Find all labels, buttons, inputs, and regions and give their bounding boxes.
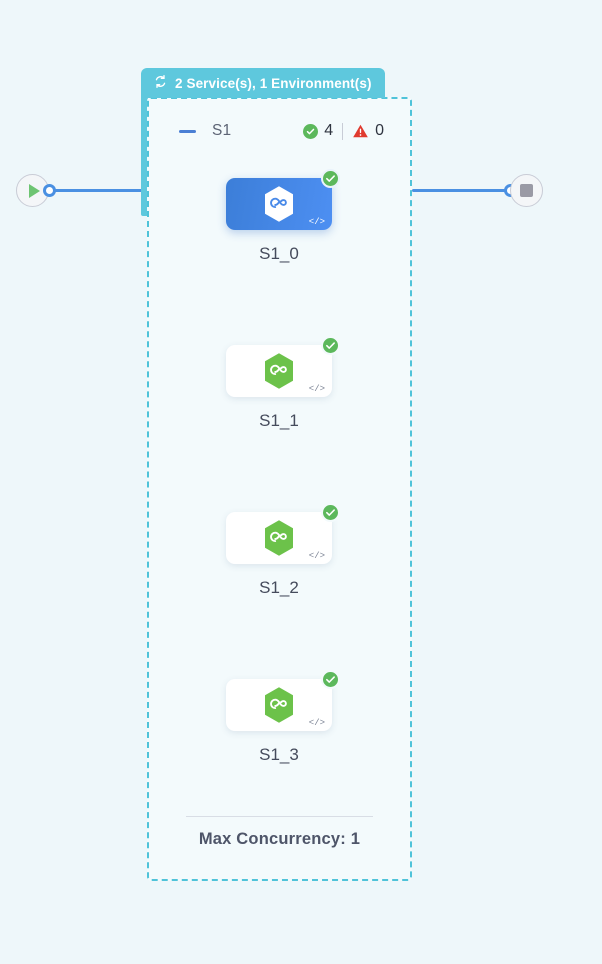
stop-square-icon bbox=[520, 184, 533, 197]
node-hexagon-icon bbox=[262, 519, 296, 557]
status-cluster: 4 0 bbox=[303, 122, 384, 140]
task-label: S1_2 bbox=[259, 578, 299, 597]
task-card[interactable]: </> bbox=[226, 503, 340, 564]
edge-start-to-group bbox=[48, 189, 148, 192]
node-hexagon-icon bbox=[262, 185, 296, 223]
success-status-group[interactable]: 4 bbox=[303, 122, 333, 140]
group-accent-bar bbox=[141, 96, 148, 216]
success-count: 4 bbox=[324, 122, 334, 139]
warning-triangle-icon bbox=[352, 123, 369, 139]
node-hexagon-icon bbox=[262, 352, 296, 390]
play-icon bbox=[29, 183, 40, 198]
check-circle-icon bbox=[321, 503, 340, 522]
task-label: S1_3 bbox=[259, 745, 299, 764]
minus-icon[interactable] bbox=[179, 129, 196, 133]
max-concurrency-label: Max Concurrency: 1 bbox=[198, 830, 361, 848]
task-node[interactable]: </> S1_0 bbox=[226, 169, 340, 263]
edge-group-to-end bbox=[412, 189, 512, 192]
code-glyph-icon: </> bbox=[308, 718, 325, 728]
task-node[interactable]: </> S1_3 bbox=[226, 670, 340, 764]
group-header-label: 2 Service(s), 1 Environment(s) bbox=[175, 75, 372, 91]
check-circle-icon bbox=[321, 670, 340, 689]
start-output-port-icon[interactable] bbox=[43, 184, 56, 197]
service-name-label: S1 bbox=[212, 122, 232, 139]
end-node[interactable] bbox=[510, 174, 543, 207]
node-hexagon-icon bbox=[262, 686, 296, 724]
task-label: S1_0 bbox=[259, 244, 299, 263]
status-divider bbox=[342, 122, 344, 140]
task-card[interactable]: </> bbox=[226, 169, 340, 230]
task-label: S1_1 bbox=[259, 411, 299, 430]
loop-arrow-icon bbox=[153, 74, 168, 92]
group-header-tab[interactable]: 2 Service(s), 1 Environment(s) bbox=[141, 68, 385, 98]
task-card[interactable]: </> bbox=[226, 336, 340, 397]
check-circle-icon bbox=[303, 123, 319, 139]
check-circle-icon bbox=[321, 169, 340, 188]
task-node[interactable]: </> S1_1 bbox=[226, 336, 340, 430]
service-row[interactable]: S1 4 0 bbox=[147, 112, 412, 150]
check-circle-icon bbox=[321, 336, 340, 355]
task-card[interactable]: </> bbox=[226, 670, 340, 731]
group-footer-divider bbox=[186, 816, 373, 817]
warning-count: 0 bbox=[375, 122, 384, 139]
task-node[interactable]: </> S1_2 bbox=[226, 503, 340, 597]
code-glyph-icon: </> bbox=[308, 217, 325, 227]
code-glyph-icon: </> bbox=[308, 384, 325, 394]
warning-status-group[interactable]: 0 bbox=[352, 122, 384, 140]
code-glyph-icon: </> bbox=[308, 551, 325, 561]
